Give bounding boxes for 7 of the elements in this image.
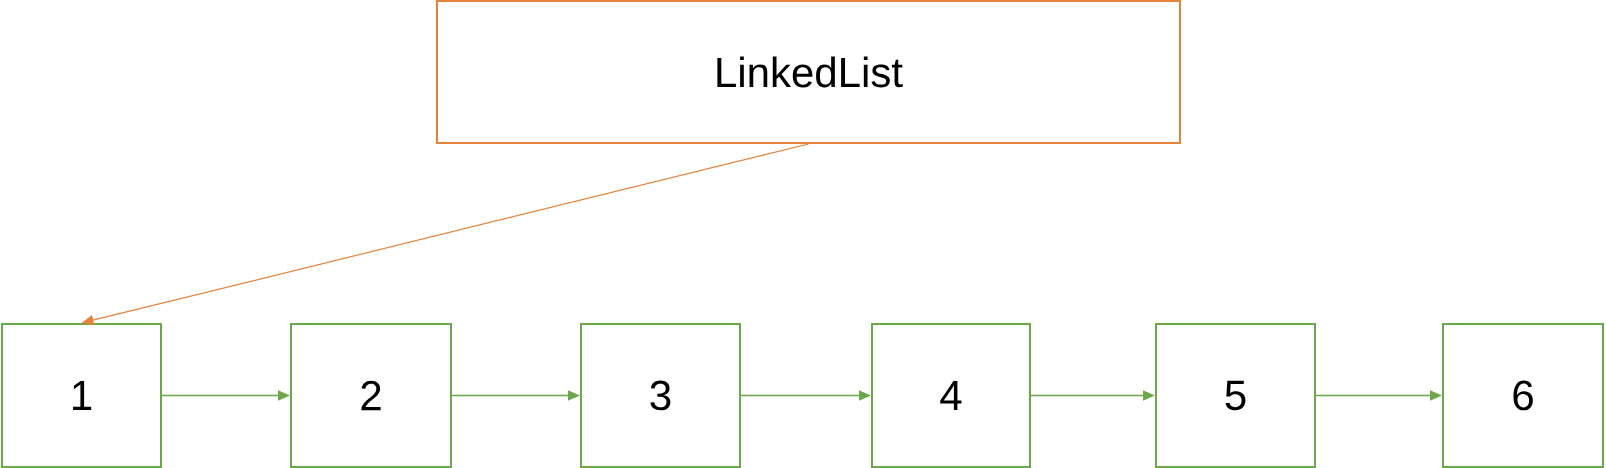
node-box: 6	[1442, 323, 1604, 468]
node-box: 2	[290, 323, 452, 468]
node-box: 4	[871, 323, 1031, 468]
node-box: 1	[1, 323, 162, 468]
node-box: 5	[1155, 323, 1316, 468]
list-box: LinkedList	[436, 0, 1181, 144]
node-box: 3	[580, 323, 741, 468]
